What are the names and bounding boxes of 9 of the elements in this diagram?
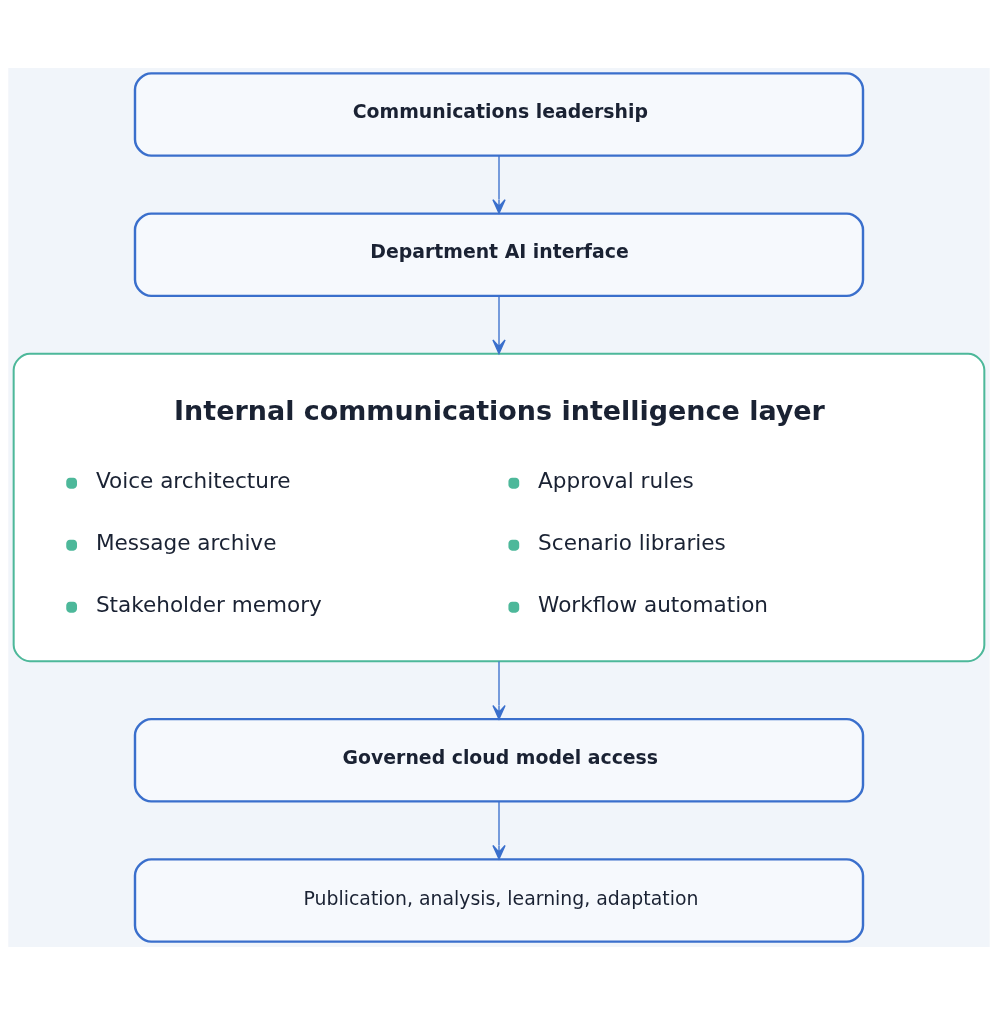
node-box: Internal communications intelligence layer Voice architecture Approval rules Message archive Scenario libraries Stakeholder memory Workflow automation	[12, 352, 986, 662]
node-box: Communications leadership	[133, 71, 865, 157]
arrow	[492, 800, 506, 860]
node-box: Department AI interface	[133, 211, 865, 297]
arrow	[492, 660, 506, 720]
arrow	[492, 154, 506, 214]
arrow	[492, 295, 506, 354]
node-box: Governed cloud model access	[133, 717, 865, 803]
node-box: Publication, analysis, learning, adaptation	[133, 857, 865, 943]
